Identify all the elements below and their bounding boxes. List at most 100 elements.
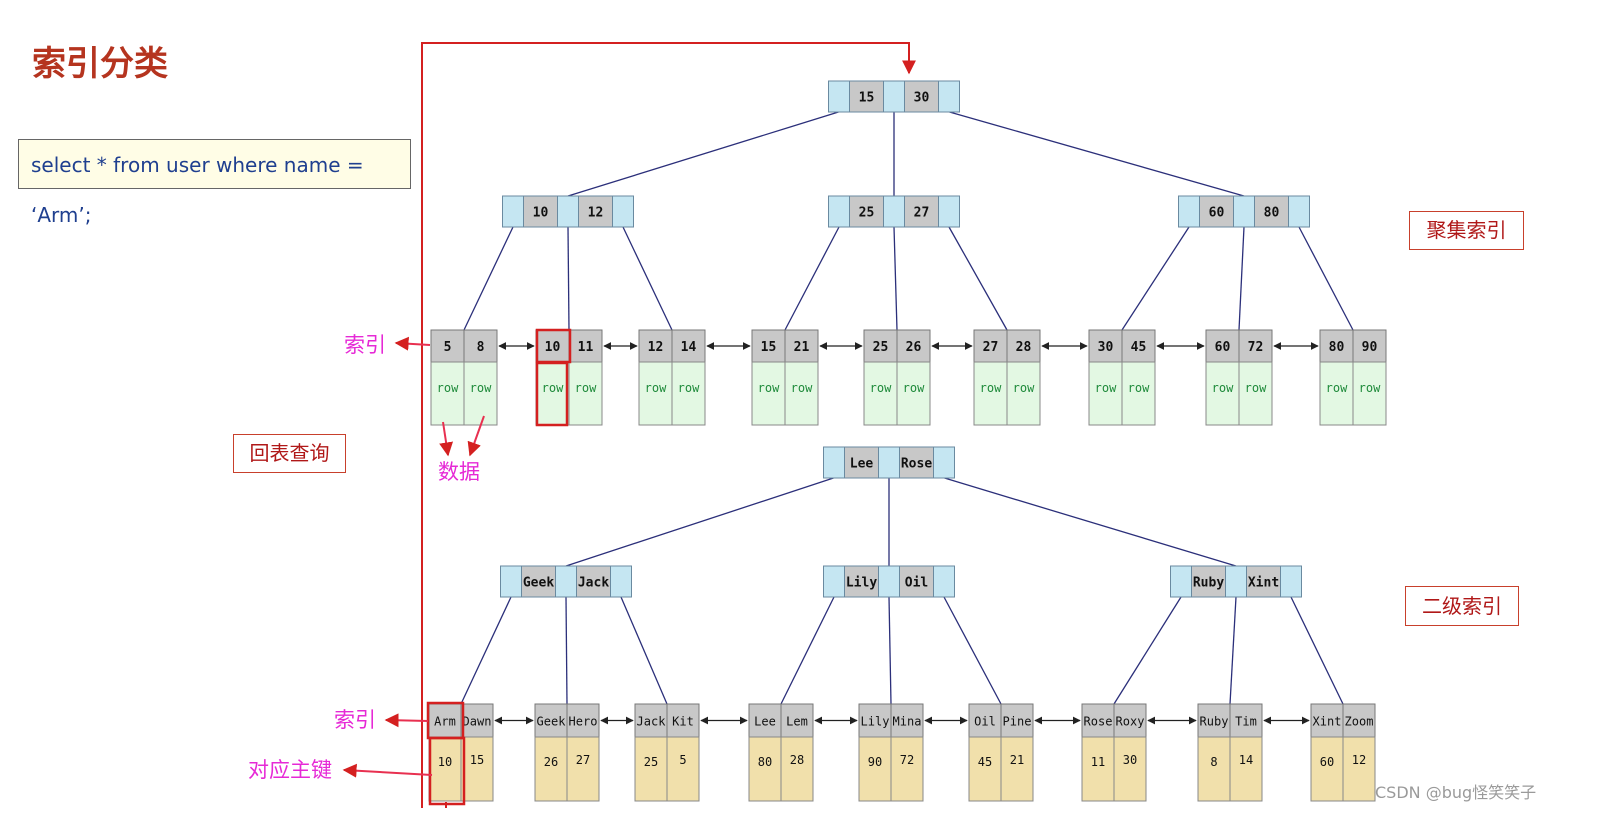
- pointer-cell: [555, 565, 577, 598]
- leaf-key: 30: [1098, 340, 1114, 355]
- key-cell: [849, 195, 884, 228]
- tree-edge: [463, 226, 514, 331]
- node-key: Lee: [850, 457, 874, 472]
- primary-key-cell: [1000, 736, 1034, 802]
- row-cell: [1319, 361, 1354, 426]
- pointer-cell: [1178, 195, 1200, 228]
- node-key: 27: [914, 206, 930, 221]
- key-cell: [1246, 565, 1281, 598]
- leaf-key-cell: [460, 703, 494, 738]
- leaf-key: 12: [648, 340, 664, 355]
- leaf-key-cell: [863, 329, 898, 363]
- key-cell: [1191, 565, 1226, 598]
- pointer-cell: [938, 80, 960, 113]
- row-cell-text: row: [1128, 381, 1150, 395]
- tree-edge: [1298, 226, 1354, 331]
- leaf-key: 8: [477, 340, 485, 355]
- key-cell: [844, 565, 879, 598]
- leaf-key-cell: [973, 329, 1008, 363]
- leaf-key: 21: [794, 340, 810, 355]
- key-cell: [904, 195, 939, 228]
- leaf-key: 5: [444, 340, 452, 355]
- leaf-key-cell: [1000, 703, 1034, 738]
- label-clustered-index: 聚集索引: [1409, 211, 1524, 250]
- primary-key-cell-text: 80: [758, 755, 772, 769]
- tree-edge: [622, 226, 673, 331]
- pointer-cell: [938, 195, 960, 228]
- pointer-cell: [1170, 565, 1192, 598]
- row-cell: [430, 361, 465, 426]
- clustered-internal-node: 25 27: [828, 195, 960, 228]
- tree-edge: [1238, 226, 1245, 331]
- leaf-key: 72: [1248, 340, 1264, 355]
- leaf-key-cell: [1342, 703, 1376, 738]
- node-key: Rose: [901, 457, 932, 472]
- primary-key-cell: [1229, 736, 1263, 802]
- primary-key-cell: [780, 736, 814, 802]
- leaf-key-cell: [463, 329, 498, 363]
- leaf-key-cell: [1229, 703, 1263, 738]
- tree-edge: [1290, 596, 1344, 705]
- pointer-cell: [1233, 195, 1255, 228]
- row-cell-text: row: [980, 381, 1002, 395]
- leaf-key-cell: [566, 703, 600, 738]
- primary-key-cell: [748, 736, 782, 802]
- row-cell: [1238, 361, 1273, 426]
- tree-edge: [888, 596, 892, 705]
- tree-edges: [460, 111, 1354, 705]
- node-key: Xint: [1248, 576, 1279, 591]
- leaf-key-cell: [784, 329, 819, 363]
- leaf-key: Lily: [861, 715, 890, 729]
- row-cell: [463, 361, 498, 426]
- watermark: CSDN @bug怪笑笑子: [1375, 783, 1537, 802]
- row-cell: [568, 361, 603, 426]
- leaf-key-cell: [780, 703, 814, 738]
- row-cell-text: row: [1245, 381, 1267, 395]
- primary-key-cell-text: 30: [1123, 753, 1137, 767]
- leaf-key: 10: [545, 340, 561, 355]
- leaf-key-cell: [1081, 703, 1115, 738]
- row-cell-text: row: [1326, 381, 1348, 395]
- leaf-key-cell: [1238, 329, 1273, 363]
- leaf-key: Jack: [637, 715, 667, 729]
- pointer-cell: [828, 195, 850, 228]
- primary-key-cell-text: 12: [1352, 753, 1366, 767]
- leaf-key: Dawn: [463, 715, 492, 729]
- primary-key-cell-text: 60: [1320, 755, 1334, 769]
- primary-key-cell-text: 8: [1210, 755, 1217, 769]
- pointer-cell: [1280, 565, 1302, 598]
- leaf-key: Lem: [786, 715, 808, 729]
- leaf-key: Rose: [1084, 715, 1113, 729]
- pointer-cell: [557, 195, 579, 228]
- leaf-key-cell: [534, 703, 568, 738]
- row-cell-text: row: [1212, 381, 1234, 395]
- primary-key-cell-text: 27: [576, 753, 590, 767]
- leaf-key: 15: [761, 340, 777, 355]
- leaf-key: 27: [983, 340, 999, 355]
- key-cell: [849, 80, 884, 113]
- leaf-key: Geek: [537, 715, 567, 729]
- leaf-key: Roxy: [1116, 715, 1145, 729]
- pointer-cell: [933, 446, 955, 479]
- annotation-primary-key: 对应主键: [248, 758, 332, 782]
- pointer-cell: [878, 565, 900, 598]
- leaf-key: 80: [1329, 340, 1345, 355]
- primary-key-cell: [1342, 736, 1376, 802]
- primary-key-cell-text: 11: [1091, 755, 1105, 769]
- row-cell: [896, 361, 931, 426]
- primary-key-cell-text: 28: [790, 753, 804, 767]
- node-key: 25: [859, 206, 875, 221]
- primary-key-cell: [1310, 736, 1344, 802]
- row-cell-text: row: [1359, 381, 1381, 395]
